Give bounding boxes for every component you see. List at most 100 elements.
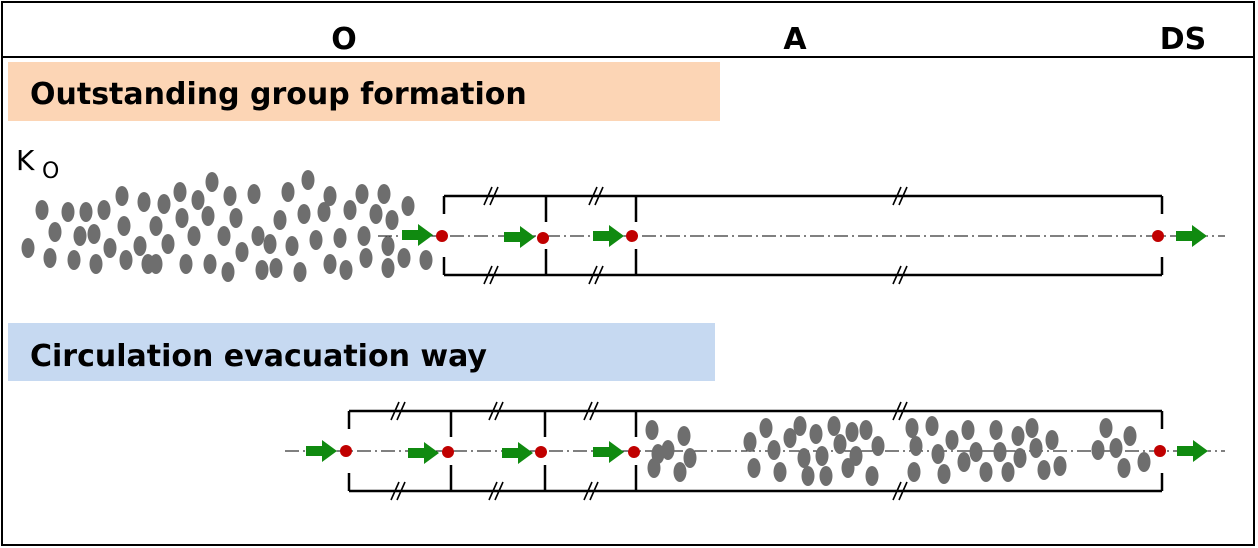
corridor2-break-mark — [390, 401, 400, 421]
c2-crowd-person — [1123, 426, 1137, 446]
corridor1-break-mark — [489, 265, 499, 285]
c2-crowd-person — [661, 440, 675, 460]
c1-crowd-person — [203, 254, 217, 274]
corridor1-break-mark — [588, 186, 598, 206]
c1-crowd-person — [137, 192, 151, 212]
c1-crowd-person — [247, 184, 261, 204]
c2-crowd-person — [993, 442, 1007, 462]
corridor1-break-mark — [483, 265, 493, 285]
c1-crowd-person — [133, 236, 147, 256]
c2-crowd-person — [1091, 440, 1105, 460]
corridor2-break-mark — [583, 401, 593, 421]
section1-band — [8, 62, 720, 121]
c2-flow-arrow — [593, 441, 624, 463]
c1-crowd-person — [79, 202, 93, 222]
c2-crowd-person — [683, 448, 697, 468]
c2-crowd-person — [645, 420, 659, 440]
c2-crowd-person — [989, 420, 1003, 440]
c1-crowd-person — [149, 254, 163, 274]
c2-node — [1154, 445, 1166, 457]
header-label-o: O — [331, 22, 357, 57]
corridor2-break-mark — [488, 401, 498, 421]
c2-crowd-person — [1045, 430, 1059, 450]
c2-crowd-person — [1137, 452, 1151, 472]
c2-crowd-person — [961, 420, 975, 440]
c2-crowd-person — [865, 466, 879, 486]
c1-crowd-person — [191, 190, 205, 210]
c2-crowd-person — [759, 418, 773, 438]
c1-crowd-person — [369, 204, 383, 224]
c2-crowd-person — [747, 458, 761, 478]
corridor2-break-mark — [589, 401, 599, 421]
c1-crowd-person — [103, 238, 117, 258]
c1-crowd-person — [157, 194, 171, 214]
corridor2-break-mark — [898, 481, 908, 501]
c1-crowd-person — [297, 204, 311, 224]
c2-crowd-person — [1013, 448, 1027, 468]
c1-flow-arrow — [1176, 225, 1207, 247]
c1-crowd-person — [317, 202, 331, 222]
c1-crowd-person — [273, 210, 287, 230]
c1-node — [1152, 230, 1164, 242]
c2-crowd-person — [651, 444, 665, 464]
c2-crowd-person — [1037, 460, 1051, 480]
c2-crowd-person — [1117, 458, 1131, 478]
corridor2-break-mark — [494, 481, 504, 501]
c2-flow-arrow — [1177, 440, 1208, 462]
c2-crowd-person — [783, 428, 797, 448]
c1-crowd-person — [235, 242, 249, 262]
c1-crowd-person — [385, 210, 399, 230]
corridor1-break-mark — [898, 186, 908, 206]
c1-crowd-person — [73, 226, 87, 246]
c1-crowd-person — [205, 172, 219, 192]
c1-crowd-person — [43, 248, 57, 268]
c1-crowd-person — [401, 196, 415, 216]
c1-crowd-person — [251, 226, 265, 246]
c1-crowd-person — [355, 184, 369, 204]
c2-crowd-person — [925, 416, 939, 436]
c1-crowd-person — [419, 250, 433, 270]
c1-crowd-person — [119, 250, 133, 270]
header-label-ds: DS — [1160, 22, 1207, 57]
c1-crowd-person — [115, 186, 129, 206]
c1-crowd-person — [21, 238, 35, 258]
c1-crowd-person — [48, 222, 62, 242]
c1-crowd-person — [339, 260, 353, 280]
corridor1-break-mark — [588, 265, 598, 285]
c1-crowd-person — [359, 248, 373, 268]
c2-crowd-person — [809, 424, 823, 444]
c2-crowd-person — [1001, 462, 1015, 482]
c1-node — [537, 232, 549, 244]
corridor2-break-mark — [396, 401, 406, 421]
c1-crowd-person — [35, 200, 49, 220]
c1-crowd-person — [201, 206, 215, 226]
corridor2-break-mark — [390, 481, 400, 501]
c1-crowd-person — [381, 236, 395, 256]
c1-crowd-person — [149, 216, 163, 236]
corridor2-break-mark — [892, 481, 902, 501]
c1-crowd-person — [255, 260, 269, 280]
c2-crowd-person — [931, 444, 945, 464]
c1-crowd-person — [323, 254, 337, 274]
corridor1-break-mark — [892, 186, 902, 206]
c2-crowd-person — [969, 442, 983, 462]
c2-node — [535, 446, 547, 458]
people-group — [21, 170, 1151, 486]
c1-crowd-person — [117, 216, 131, 236]
c1-flow-arrow — [593, 225, 624, 247]
c2-crowd-person — [871, 436, 885, 456]
c1-crowd-person — [381, 258, 395, 278]
c1-crowd-person — [281, 182, 295, 202]
corridor2-break-mark — [583, 481, 593, 501]
corridor1-break-mark — [594, 265, 604, 285]
c2-node — [442, 446, 454, 458]
c1-crowd-person — [87, 224, 101, 244]
c2-flow-arrow — [502, 442, 533, 464]
c2-crowd-person — [845, 422, 859, 442]
c2-crowd-person — [673, 462, 687, 482]
c1-crowd-person — [187, 226, 201, 246]
c2-crowd-person — [797, 448, 811, 468]
source-label-subscript: O — [42, 159, 59, 184]
